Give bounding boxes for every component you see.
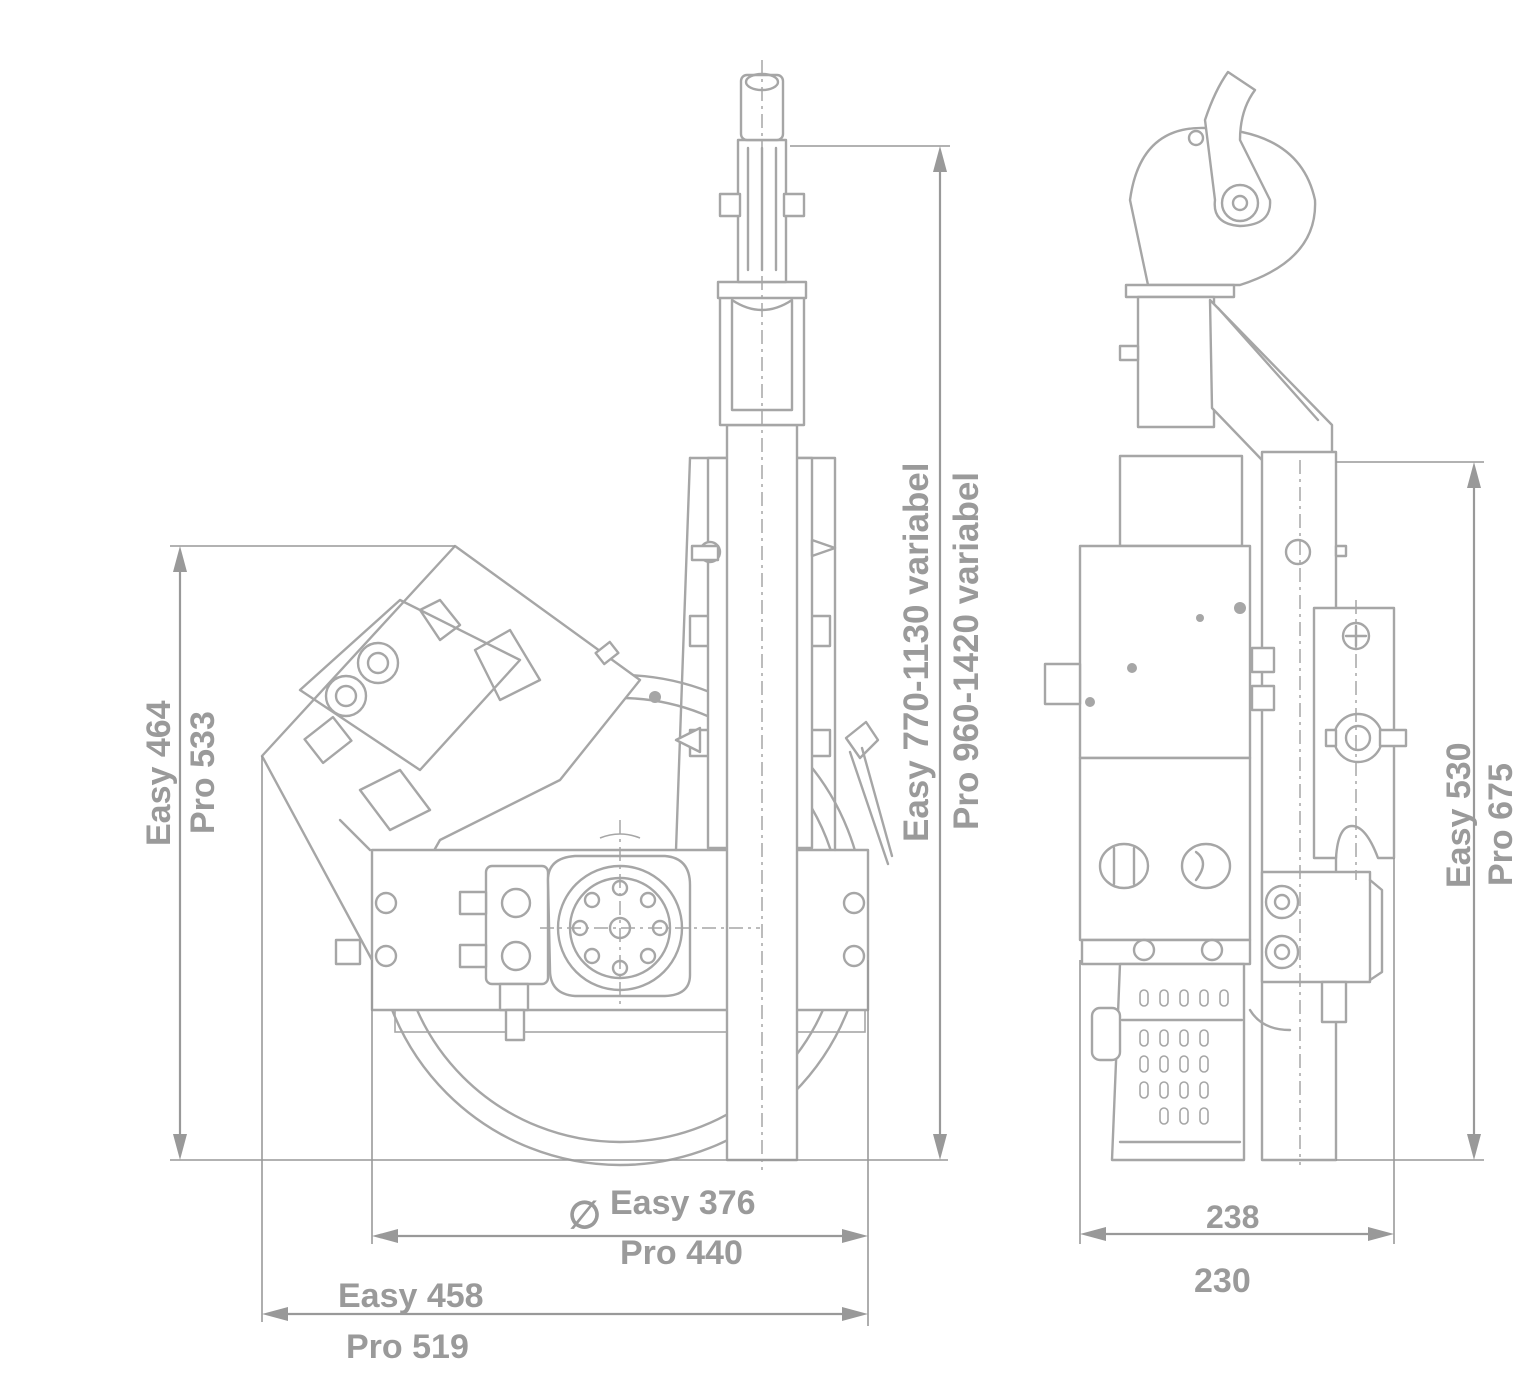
valve-block [458, 864, 550, 1042]
side-view [1043, 70, 1408, 1165]
side-height-pro-label: Pro 675 [1482, 763, 1520, 886]
crank-handle [1118, 70, 1317, 429]
diameter-easy-label: Easy 376 [610, 1184, 756, 1222]
width-total-easy-label: Easy 458 [338, 1277, 484, 1315]
perforated-guard [1090, 962, 1246, 1162]
dimension-labels: Easy 464 Pro 533 Easy 770-1130 variabel … [140, 463, 1520, 1366]
side-width-upper-label: 238 [1206, 1199, 1259, 1235]
gear-motor [546, 833, 692, 998]
dimension-lines [170, 145, 1484, 1326]
column [674, 72, 894, 1162]
side-bracket [1248, 606, 1408, 1032]
height-total-pro-label: Pro 960-1420 variabel [947, 472, 986, 830]
height-total-easy-label: Easy 770-1130 variabel [897, 463, 936, 842]
diameter-pro-label: Pro 440 [620, 1234, 743, 1272]
control-box [260, 544, 642, 966]
side-width-lower-label: 230 [1194, 1262, 1251, 1300]
width-total-pro-label: Pro 519 [346, 1328, 469, 1366]
side-housing [1043, 544, 1276, 966]
height-left-pro-label: Pro 533 [184, 711, 222, 834]
height-left-easy-label: Easy 464 [140, 700, 178, 846]
front-view [260, 60, 894, 1170]
side-height-easy-label: Easy 530 [1440, 742, 1478, 888]
diameter-symbol: ∅ [568, 1195, 601, 1237]
